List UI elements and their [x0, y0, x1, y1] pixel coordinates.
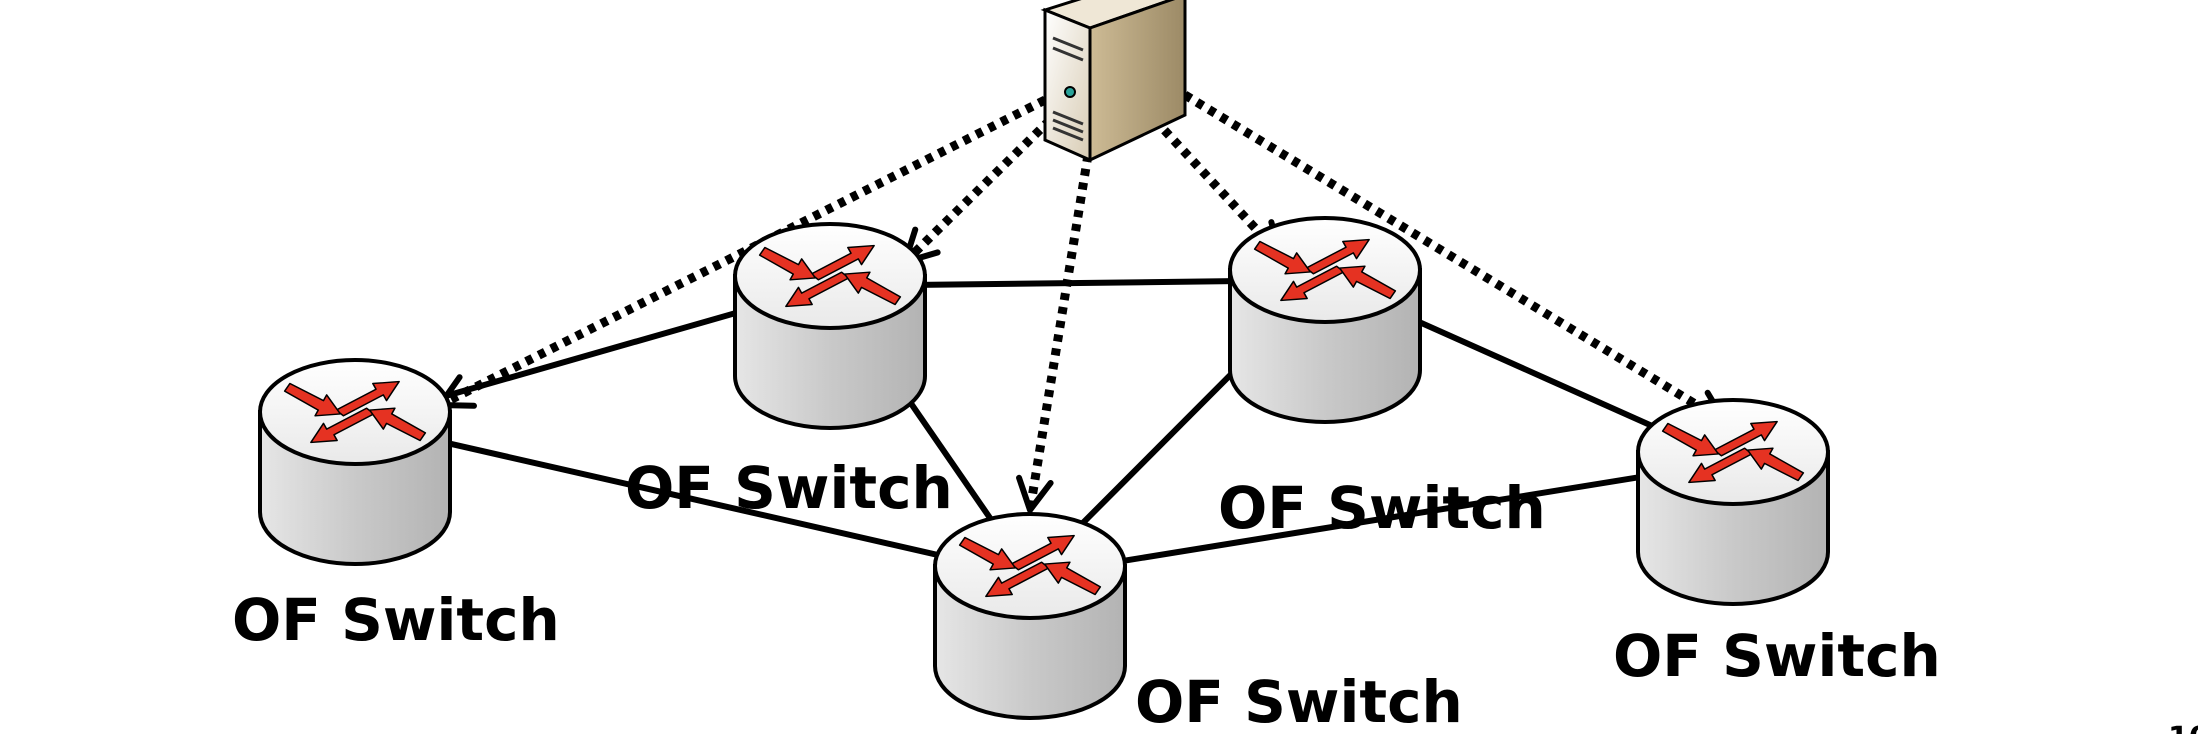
switch-top: [1636, 398, 1830, 506]
of-switch-1: [258, 358, 452, 566]
control-link-s2: [901, 116, 1054, 266]
control-link-s3: [1151, 116, 1284, 259]
switch-label: OF Switch: [1135, 668, 1463, 734]
switch-top: [258, 358, 452, 466]
link-s1-s4: [354, 419, 1031, 579]
of-switch-4: [933, 512, 1127, 720]
page-number: 10: [2168, 721, 2198, 734]
switch-label: OF Switch: [625, 454, 953, 522]
switch-top: [733, 222, 927, 330]
server-icon: [1040, 0, 1187, 163]
control-link-s4: [1025, 154, 1093, 511]
switch-label: OF Switch: [1613, 622, 1941, 690]
control-links: [437, 91, 1728, 511]
switch-label: OF Switch: [1218, 474, 1546, 542]
control-arrowhead-s4: [1016, 474, 1054, 513]
of-switch-2: [733, 222, 927, 430]
link-s4-s5: [1029, 459, 1734, 579]
switch-top: [1228, 216, 1422, 324]
of-switch-3: [1228, 216, 1422, 424]
switch-label: OF Switch: [232, 586, 560, 654]
switch-top: [933, 512, 1127, 620]
of-switch-5: [1636, 398, 1830, 606]
control-link-s1: [437, 95, 1048, 410]
